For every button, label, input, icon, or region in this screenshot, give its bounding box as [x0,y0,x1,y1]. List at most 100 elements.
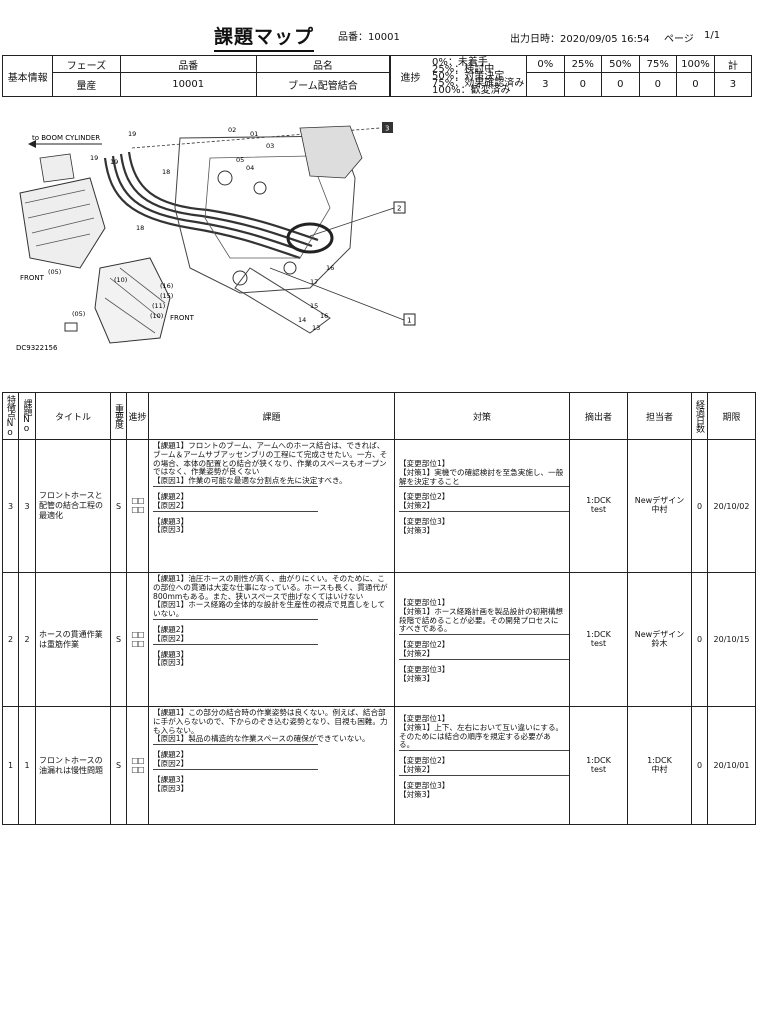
header-issue: 課題 [148,392,395,440]
deadline: 20/10/02 [707,439,756,573]
product-no-value: 10001 [119,72,257,97]
issue-2: 【課題2】 【原因2】 [153,491,189,510]
feature-no: 3 [2,439,19,573]
issue-2: 【課題2】 【原因2】 [153,624,189,643]
progress-checkbox[interactable]: □□ □□ [126,572,149,707]
progress-checkbox[interactable]: □□ □□ [126,439,149,573]
elapsed-days: 0 [691,572,708,707]
divider [399,658,569,660]
feature-no: 1 [2,706,19,825]
divider [399,634,569,636]
page-value: 1/1 [704,30,721,41]
issue-cell: 【課題1】フロントのブーム、アームへのホース結合は、できれば、ブーム＆アームサブ… [148,439,395,573]
product-name-value: ブーム配管結合 [255,72,391,97]
importance: S [110,572,127,707]
fitting [217,170,233,186]
hose-clamp [286,222,334,254]
progress-summary-table: 進捗 0%：未着手 25%：検討中 50%：対策決定 75%：効果確認済み 10… [390,55,753,97]
fitting [283,261,297,275]
part-number: 15 [310,302,318,310]
issue-cell: 【課題1】この部分の結合時の作業姿勢は良くない。例えば、結合部に手が入らないので… [148,706,395,825]
drawing-code: DC9322156 [16,344,58,352]
col-product-no-header: 品番 [119,55,257,73]
header-product-no: 品番：10001 [338,32,400,43]
reporter: 1:DCK test [569,706,628,825]
front-label: FRONT [170,314,195,322]
issue-no: 3 [18,439,36,573]
part-number: (11) [152,302,165,310]
divider [153,768,318,770]
divider [153,510,318,512]
lower-assembly-detail [104,267,166,334]
progress-header: 25% [563,55,603,73]
issue-1: 【課題1】油圧ホースの剛性が高く、曲がりにくい。そのために、この部位への貫通は大… [153,574,388,619]
hose-routing-diagram: to BOOM CYLINDER 3 2 1 FRONT FRONT DC932… [16,122,416,352]
progress-value: 3 [526,72,565,97]
issue-2: 【課題2】 【原因2】 [153,750,189,768]
part-number: 13 [312,324,320,332]
feature-no: 2 [2,572,19,707]
measure-cell: 【変更部位1】 【対策1】ホース経路計画を製品設計の初期構想段階で詰めることが必… [394,572,570,707]
progress-header: 50% [601,55,640,73]
measure-2: 【変更部位2】 【対策2】 [399,756,450,774]
col-phase-header: フェーズ [52,55,121,73]
lower-arm [234,267,331,334]
progress-header: 0% [526,55,565,73]
part-number: 17 [310,278,318,286]
progress-value: 0 [676,72,715,97]
part-number: (05) [48,268,61,276]
header-assignee: 担当者 [627,392,692,440]
measure-2: 【変更部位2】 【対策2】 [399,492,450,511]
header-progress: 進捗 [126,392,149,440]
table-row: 1 1 フロントホースの油漏れは慢性問題 S □□ □□ 【課題1】この部分の結… [2,706,756,825]
progress-header: 100% [676,55,715,73]
callout-box-3 [382,122,393,133]
part-number: 04 [246,164,254,172]
measure-cell: 【変更部位1】 【対策1】上下、左右において互い違いにする。そのためには結合の順… [394,706,570,825]
issue-title: ホースの貫通作業は重筋作業 [35,572,111,707]
legend-item: 100%：歓変済み [432,84,511,96]
front-label: FRONT [20,274,45,282]
divider [399,510,569,512]
legend-item: 0%：未着手 [432,56,488,68]
callout-3: 3 [385,125,389,133]
part-number: 01 [250,130,258,138]
header-reporter: 摘出者 [569,392,628,440]
part-number: (05) [72,310,85,318]
issues-table: 特徴点No 課題No タイトル 重要度 進捗 課題 対策 摘出者 担当者 経過日… [2,392,756,825]
assignee: Newデザイン 鈴木 [627,572,692,707]
hose-line [103,157,301,260]
part-number: 18 [162,168,170,176]
header-title: タイトル [35,392,111,440]
page-label: ページ [664,34,694,45]
issue-no: 1 [18,706,36,825]
part-number: (10) [114,276,127,284]
measure-2: 【変更部位2】 【対策2】 [399,640,450,658]
divider [153,643,318,645]
table-row: 2 2 ホースの貫通作業は重筋作業 S □□ □□ 【課題1】油圧ホースの剛性が… [2,572,756,707]
issue-3: 【課題3】 【原因3】 [153,774,189,793]
small-box [64,322,78,332]
divider [399,486,569,488]
measure-cell: 【変更部位1】 【対策1】実機での確認検討を至急実施し、一般解を決定すること 【… [394,439,570,573]
divider [399,750,569,752]
part-number: (16) [160,282,173,290]
issue-1: 【課題1】この部分の結合時の作業姿勢は良くない。例えば、結合部に手が入らないので… [153,708,388,744]
fitting [253,181,267,195]
col-product-name-header: 品名 [255,55,391,73]
progress-checkbox[interactable]: □□ □□ [126,706,149,825]
progress-legend: 0%：未着手 25%：検討中 50%：対策決定 75%：効果確認済み 100%：… [430,55,528,97]
header-measure: 対策 [394,392,570,440]
issue-1: 【課題1】フロントのブーム、アームへのホース結合は、できれば、ブーム＆アームサブ… [153,441,388,486]
reporter: 1:DCK test [569,439,628,573]
part-number: 02 [228,126,236,134]
issue-3: 【課題3】 【原因3】 [153,516,189,535]
measure-3: 【変更部位3】 【対策3】 [399,780,450,799]
progress-value-total: 3 [713,72,753,97]
legend-item: 75%：効果確認済み [432,77,525,89]
assignee: Newデザイン 中村 [627,439,692,573]
assignee: 1:DCK 中村 [627,706,692,825]
progress-value: 0 [563,72,603,97]
header-feature-no: 特徴点No [2,392,19,440]
elapsed-days: 0 [691,439,708,573]
